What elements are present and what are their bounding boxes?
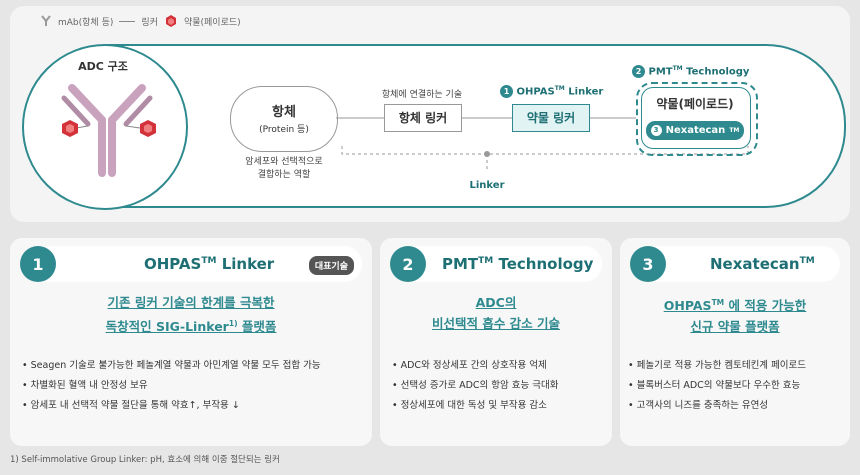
tm-mark: TM <box>672 65 683 73</box>
card-ohpas-linker: 1 OHPASTM Linker 대표기술 기존 링커 기술의 한계를 극복한 … <box>10 238 372 446</box>
ohpas-step-number: 1 <box>500 85 513 98</box>
tm-mark: TM <box>711 298 725 307</box>
card-title: OHPASTM Linker <box>144 255 274 273</box>
payload-title: 약물(페이로드) <box>656 97 734 111</box>
legend-linker-label: 링커 <box>141 17 158 28</box>
legend: mAb(항체 등) 링커 약물(페이로드) <box>40 14 241 28</box>
card-subtitle-line: 비선택적 흡수 감소 기술 <box>431 316 561 331</box>
antibody-node-title: 항체 <box>272 105 296 120</box>
card-bullets: • 페놀기로 적용 가능한 켐토테킨계 페이로드 • 블록버스터 ADC의 약물… <box>628 356 806 416</box>
tm-mark: TM <box>478 256 494 266</box>
card-subtitle-part: 에 적용 가능한 <box>724 298 807 314</box>
drug-payload-icon <box>62 120 78 137</box>
card-title-suffix: Linker <box>221 255 275 273</box>
technology-suffix: Technology <box>686 66 750 78</box>
card-title: NexatecanTM <box>710 255 815 273</box>
card-subtitle-part: 플랫폼 <box>237 319 277 335</box>
card-subtitle: OHPASTM 에 적용 가능한 신규 약물 플랫폼 <box>620 292 850 337</box>
card-header: 1 OHPASTM Linker 대표기술 <box>20 246 362 282</box>
card-pmt-technology: 2 PMTTM Technology ADC의 비선택적 흡수 감소 기술 • … <box>380 238 612 446</box>
bullet-item: • 정상세포에 대한 독성 및 부작용 감소 <box>392 400 547 411</box>
card-subtitle-part: OHPAS <box>663 298 712 314</box>
pmt-step-number: 2 <box>632 65 645 78</box>
card-subtitle: ADC의 비선택적 흡수 감소 기술 <box>380 292 612 334</box>
linker-legend-icon <box>119 20 136 22</box>
ohpas-label: OHPAS <box>516 86 555 98</box>
card-bullets: • ADC와 정상세포 간의 상호작용 억제 • 선택성 증가로 ADC의 항암… <box>392 356 559 416</box>
tm-mark: TM <box>729 127 740 134</box>
card-header: 2 PMTTM Technology <box>390 246 602 282</box>
footnote-mark: 1) <box>228 319 238 328</box>
bullet-item: • 차별화된 혈액 내 안정성 보유 <box>22 380 148 391</box>
card-subtitle: 기존 링커 기술의 한계를 극복한 독창적인 SIG-Linker1) 플랫폼 <box>10 292 372 337</box>
card-title-suffix: Technology <box>498 255 594 273</box>
tm-mark: TM <box>799 256 815 266</box>
ohpas-linker-label: 1 OHPASTM Linker <box>500 85 603 98</box>
antibody-caption-line: 결합하는 역할 <box>257 170 311 180</box>
antibody-legend-icon <box>41 15 51 26</box>
card-number: 2 <box>390 246 426 282</box>
pmt-label: PMT <box>648 66 673 78</box>
card-nexatecan: 3 NexatecanTM OHPASTM 에 적용 가능한 신규 약물 플랫폼… <box>620 238 850 446</box>
antibody-node: 항체 (Protein 등) <box>230 86 338 152</box>
linker-bracket-label: Linker <box>469 180 505 191</box>
bullet-item: • Seagen 기술로 불가능한 페놀계열 약물과 아민계열 약물 모두 접합… <box>22 360 321 371</box>
card-bullets: • Seagen 기술로 불가능한 페놀계열 약물과 아민계열 약물 모두 접합… <box>22 356 321 416</box>
card-title-text: OHPAS <box>144 255 202 273</box>
adc-structure-title: ADC 구조 <box>78 60 128 73</box>
pipeline-connectors <box>336 117 749 170</box>
card-header: 3 NexatecanTM <box>630 246 840 282</box>
tm-mark: TM <box>201 256 217 266</box>
legend-antibody-label: mAb(항체 등) <box>58 17 114 28</box>
bullet-item: • 블록버스터 ADC의 약물보다 우수한 효능 <box>628 380 801 391</box>
card-number: 1 <box>20 246 56 282</box>
card-subtitle-line: ADC의 <box>475 295 517 310</box>
card-number: 3 <box>630 246 666 282</box>
antibody-caption: 암세포와 선택적으로 결합하는 역할 <box>228 154 340 180</box>
bullet-item: • 선택성 증가로 ADC의 항암 효능 극대화 <box>392 380 559 391</box>
card-title-text: Nexatecan <box>710 255 800 273</box>
tm-mark: TM <box>554 85 565 93</box>
bullet-item: • ADC와 정상세포 간의 상호작용 억제 <box>392 360 547 371</box>
antibody-node-sub: (Protein 등) <box>259 125 309 135</box>
nexatecan-step-number: 3 <box>650 125 662 136</box>
adc-antibody-illustration <box>61 84 156 177</box>
connector-caption: 항체에 연결하는 기술 <box>381 90 463 100</box>
antibody-caption-line: 암세포와 선택적으로 <box>245 157 323 167</box>
card-subtitle-line: OHPASTM 에 적용 가능한 <box>664 298 806 313</box>
bullet-item: • 페놀기로 적용 가능한 켐토테킨계 페이로드 <box>628 360 807 371</box>
card-title: PMTTM Technology <box>442 255 593 273</box>
linker-suffix: Linker <box>568 86 604 98</box>
bullet-item: • 암세포 내 선택적 약물 절단을 통해 약효↑, 부작용 ↓ <box>22 400 240 411</box>
legend-drug-label: 약물(페이로드) <box>183 17 241 28</box>
card-subtitle-line: 독창적인 SIG-Linker1) 플랫폼 <box>106 319 277 334</box>
bullet-item: • 고객사의 니즈를 충족하는 유연성 <box>628 400 769 411</box>
pmt-dashed-frame <box>636 82 758 156</box>
card-subtitle-line: 신규 약물 플랫폼 <box>690 319 780 335</box>
flagship-badge: 대표기술 <box>308 256 354 275</box>
drug-legend-icon <box>165 15 176 27</box>
drug-linker-box: 약물 링커 <box>512 104 590 132</box>
card-subtitle-part: 독창적인 SIG-Linker <box>105 319 229 335</box>
antibody-linker-box: 항체 링커 <box>384 104 462 132</box>
card-title-text: PMT <box>442 255 479 273</box>
pmt-technology-label: 2 PMTTM Technology <box>632 65 749 78</box>
nexatecan-label: Nexatecan <box>665 125 726 136</box>
card-subtitle-line: 기존 링커 기술의 한계를 극복한 <box>107 295 275 310</box>
footnote: 1) Self-immolative Group Linker: pH, 효소에… <box>10 455 280 465</box>
